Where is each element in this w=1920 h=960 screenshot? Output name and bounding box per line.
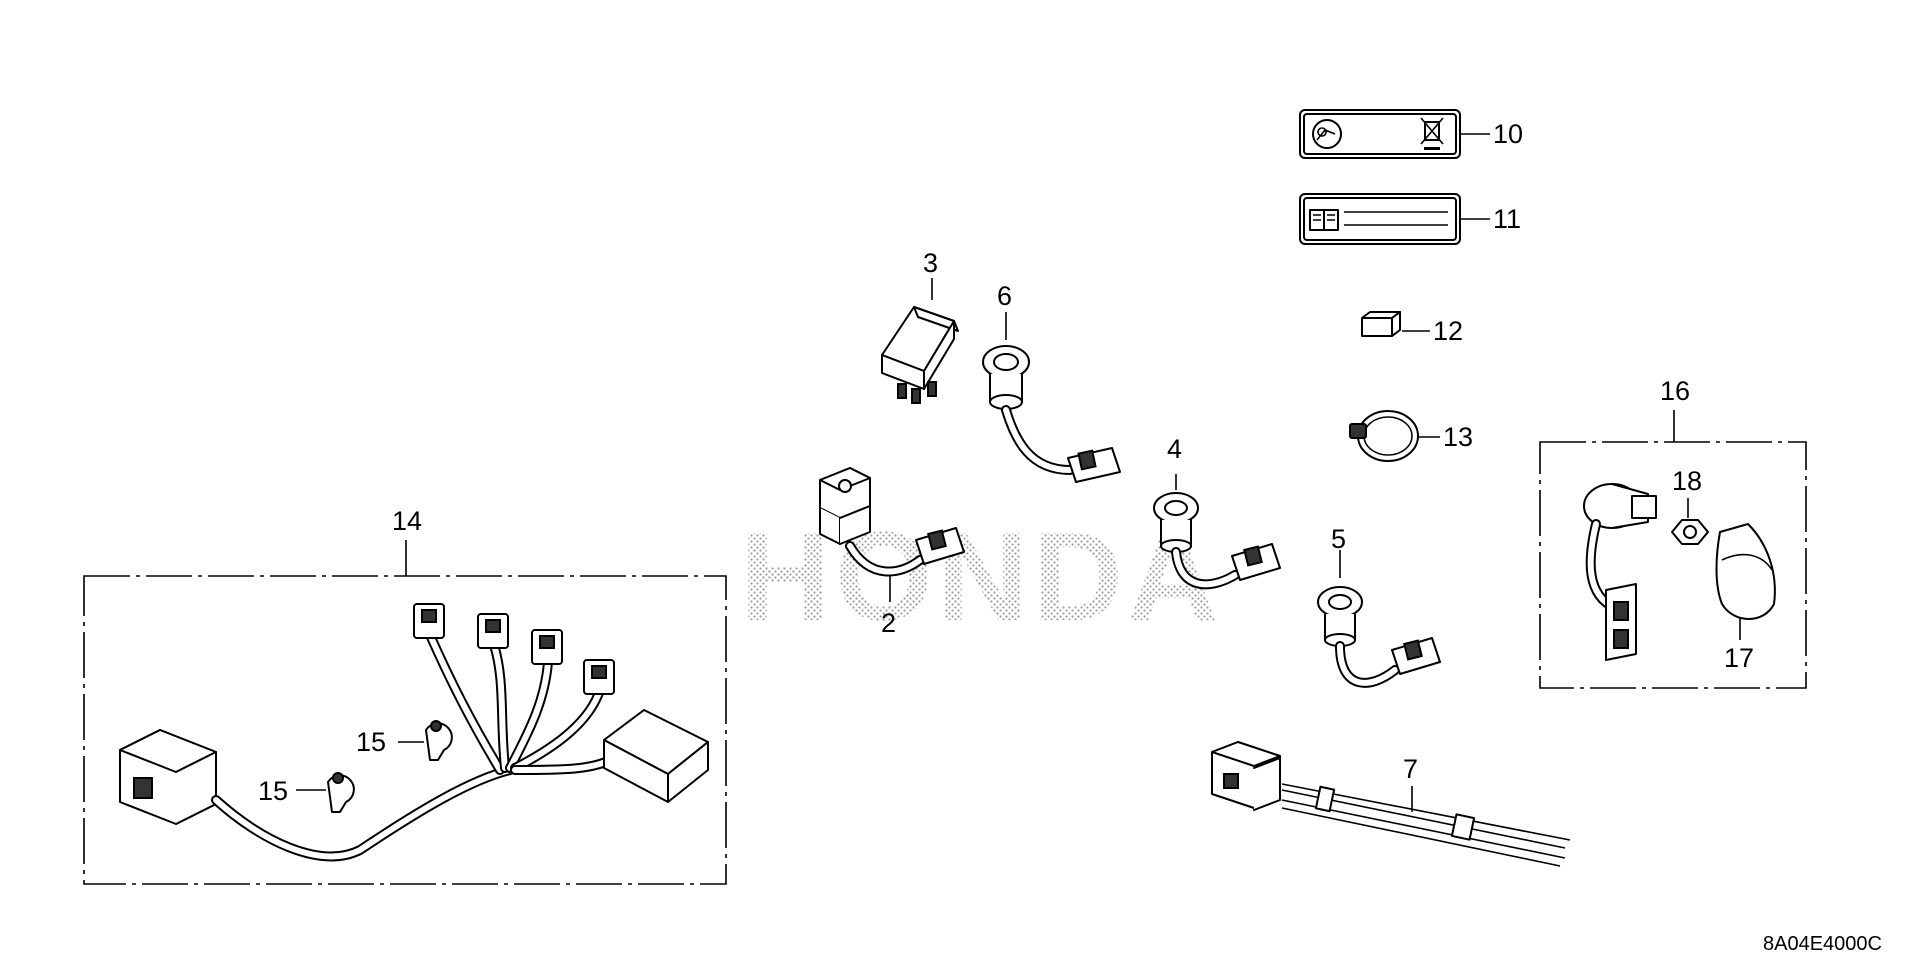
label-item-11[interactable] [1299,193,1490,245]
callout-6: 6 [997,281,1012,311]
open-book-icon [1309,209,1339,231]
callout-3: 3 [923,248,938,278]
label-item-10[interactable] [1299,109,1490,159]
switch-kit-box-item-16[interactable] [1539,410,1807,689]
callout-14: 14 [392,506,422,536]
callout-4: 4 [1167,434,1182,464]
nut-item-18[interactable] [1671,498,1709,545]
callout-5: 5 [1331,524,1346,554]
no-trash-bin-icon [1420,117,1444,150]
callout-17: 17 [1724,643,1754,673]
harness-item-7[interactable] [1211,741,1571,867]
callout-13: 13 [1443,422,1473,452]
rocker-switch-item-3[interactable] [881,278,959,404]
callout-18: 18 [1672,466,1702,496]
callout-2: 2 [881,608,896,638]
callout-15-lower: 15 [258,776,288,806]
callout-11: 11 [1493,204,1521,234]
switch-item-5[interactable] [1317,550,1441,688]
main-harness-box-item-14[interactable] [83,540,727,885]
diagram-code: 8A04E4000C [1763,933,1882,955]
callout-10: 10 [1493,119,1523,149]
honda-watermark: HONDA [740,506,1222,647]
clip-item-15b[interactable] [296,772,355,813]
callout-7: 7 [1403,754,1418,784]
switch-harness-item-2[interactable] [819,467,965,602]
callout-15-upper: 15 [356,727,386,757]
clip-item-15a[interactable] [398,720,453,761]
switch-item-4[interactable] [1153,474,1281,590]
manual-read-icon [1312,119,1342,149]
switch-item-6[interactable] [982,312,1121,483]
callout-16: 16 [1660,376,1690,406]
callout-12: 12 [1433,316,1463,346]
key-block-item-12[interactable] [1361,311,1430,337]
knob-item-17[interactable] [1715,523,1776,640]
cable-band-item-13[interactable] [1349,410,1440,462]
